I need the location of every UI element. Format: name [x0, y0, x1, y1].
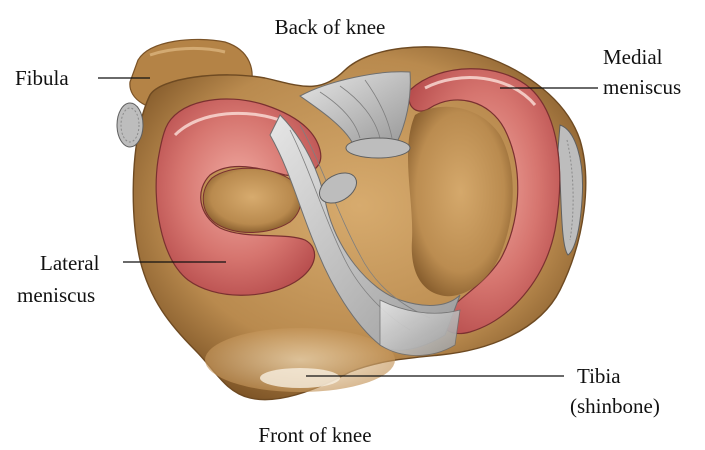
lateral-meniscus-label-line2: meniscus — [17, 283, 95, 307]
fibula-label: Fibula — [15, 66, 69, 90]
fibula-cut-surface — [117, 103, 143, 147]
lateral-meniscus-label-line1: Lateral — [40, 251, 99, 275]
medial-meniscus-label-line1: Medial — [603, 45, 662, 69]
lateral-meniscus-shape — [156, 99, 321, 295]
tibia-label-line1: Tibia — [577, 364, 621, 388]
back-of-knee-label: Back of knee — [230, 15, 430, 39]
front-of-knee-label: Front of knee — [215, 423, 415, 447]
tibia-label-line2: (shinbone) — [570, 394, 660, 418]
medial-meniscus-label-line2: meniscus — [603, 75, 681, 99]
